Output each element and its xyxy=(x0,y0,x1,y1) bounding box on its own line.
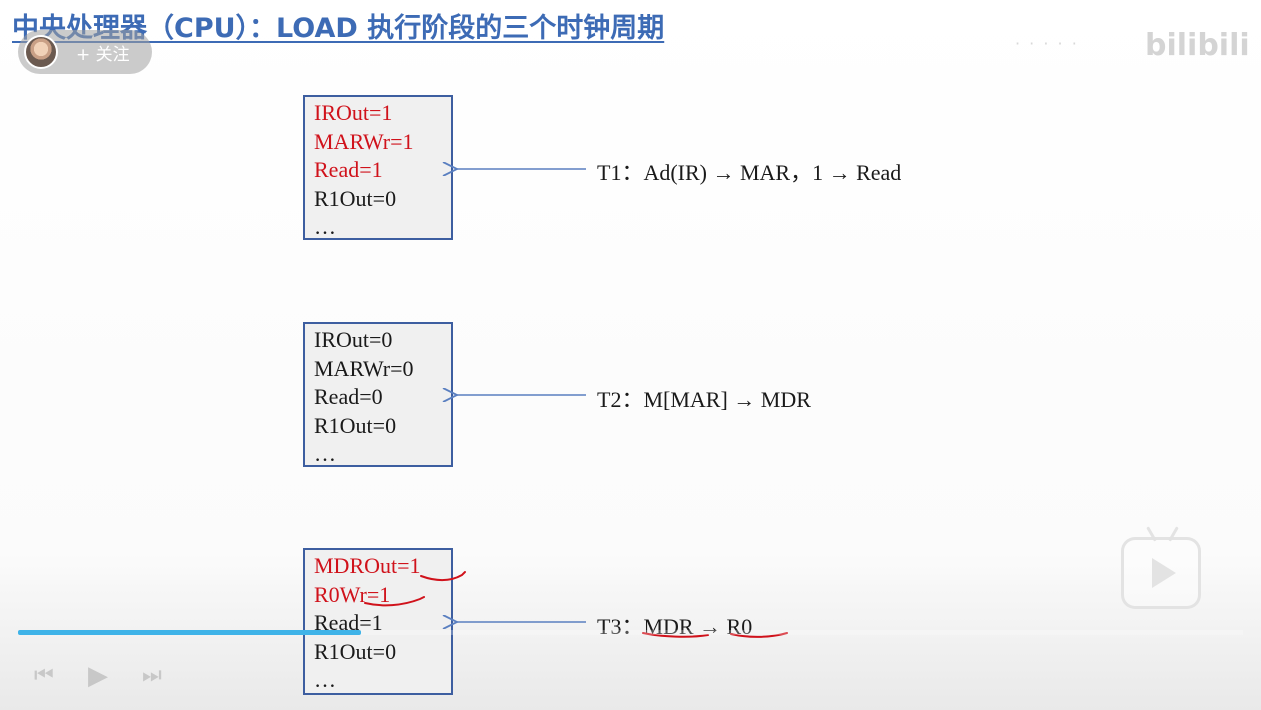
signal-line: IROut=0 xyxy=(314,327,393,352)
signal-line: R1Out=0 xyxy=(314,185,397,211)
signal-line: R0Wr=1 xyxy=(314,581,391,607)
signal-line: … xyxy=(314,667,336,692)
tv-play-icon xyxy=(1152,558,1176,588)
control-signal-box-t2: IROut=0 MARWr=0 Read=0 R1Out=0 … xyxy=(303,322,453,467)
signal-line: … xyxy=(314,441,336,466)
signal-line: Read=1 xyxy=(314,157,383,182)
cycle-description-t1: T1：Ad(IR) → MAR，1 → Read xyxy=(597,160,902,185)
signal-line: R1Out=0 xyxy=(314,412,397,438)
player-controls: ⏮ ▶ ⏭ xyxy=(0,645,1261,710)
skip-next-icon[interactable]: ⏭ xyxy=(142,663,162,688)
follow-button[interactable]: + 关注 xyxy=(18,30,152,74)
watermark: · · · · · xyxy=(1015,34,1079,53)
handwritten-underline xyxy=(642,632,709,638)
handwritten-mark xyxy=(364,596,425,607)
play-icon[interactable]: ▶ xyxy=(88,661,108,691)
cycle-description-t3: T3：MDR → R0 xyxy=(597,614,753,639)
uploader-avatar[interactable] xyxy=(24,35,58,69)
follow-label: + 关注 xyxy=(76,44,130,65)
signal-line: … xyxy=(314,214,336,239)
control-signal-box-t3: MDROut=1 R0Wr=1 Read=1 R1Out=0 … xyxy=(303,548,453,695)
handwritten-underline xyxy=(730,632,788,638)
signal-line: R1Out=0 xyxy=(314,638,397,664)
cycle-description-t2: T2：M[MAR] → MDR xyxy=(597,387,811,412)
progress-bar[interactable] xyxy=(18,630,1243,635)
progress-fill xyxy=(18,630,361,635)
signal-line: Read=0 xyxy=(314,384,383,409)
signal-line: MARWr=0 xyxy=(314,355,414,381)
big-play-button[interactable] xyxy=(1121,537,1201,609)
control-signal-box-t1: IROut=1 MARWr=1 Read=1 R1Out=0 … xyxy=(303,95,453,240)
signal-line: MARWr=1 xyxy=(314,128,414,154)
bilibili-logo: bilibili xyxy=(1145,28,1250,63)
handwritten-mark xyxy=(420,571,466,581)
signal-line: MDROut=1 xyxy=(314,553,421,578)
skip-previous-icon[interactable]: ⏮ xyxy=(34,663,54,688)
signal-line: IROut=1 xyxy=(314,100,393,125)
